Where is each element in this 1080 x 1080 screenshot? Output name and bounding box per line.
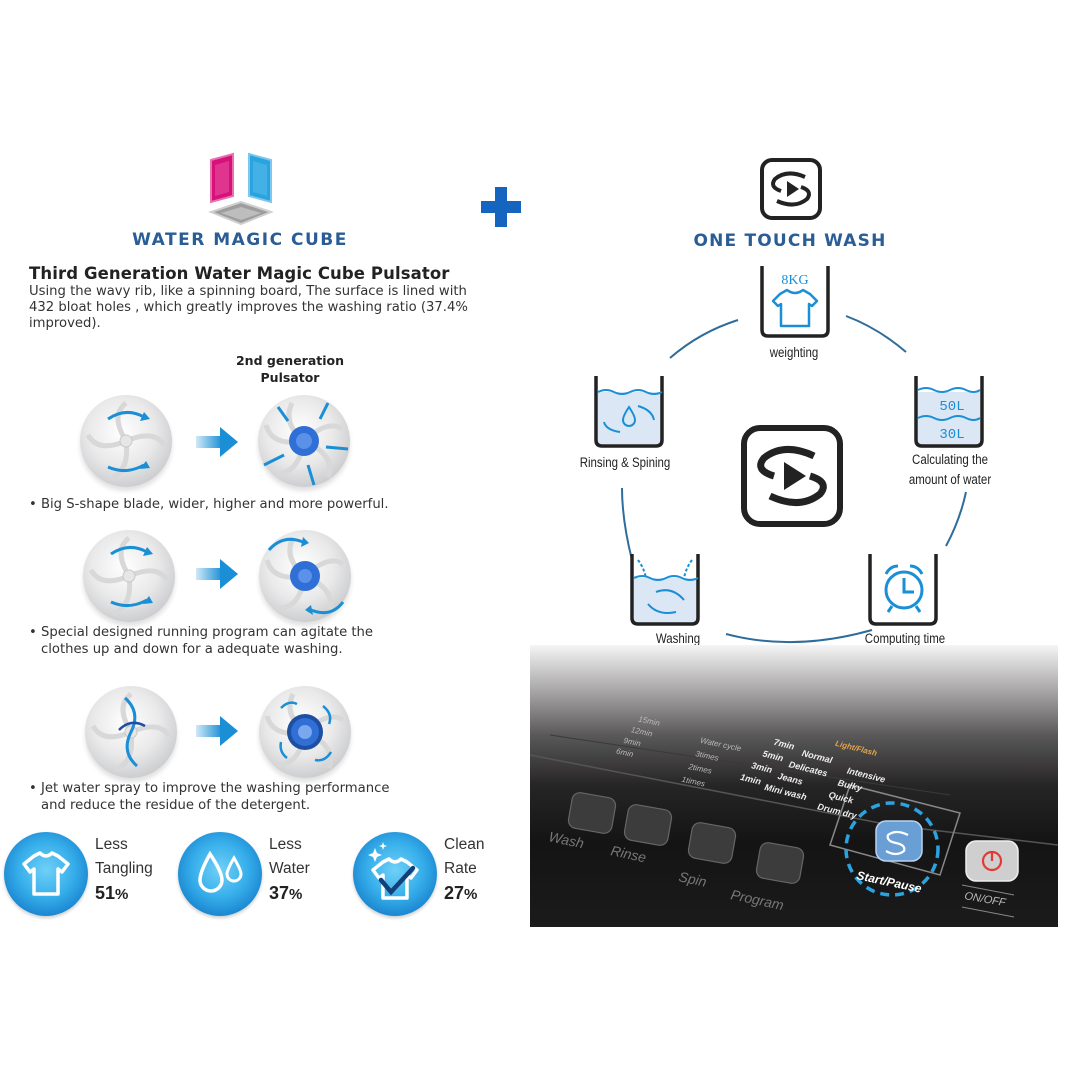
time-option: 6min xyxy=(615,747,634,760)
time-option: 15min xyxy=(637,714,661,727)
time-option: 12min xyxy=(630,725,654,738)
spin-button xyxy=(687,822,737,864)
time-option: 9min xyxy=(623,736,642,749)
program-time: 3min xyxy=(750,760,773,775)
old-pulsator-image xyxy=(85,686,177,778)
comparison-label: 2nd generation Pulsator xyxy=(230,352,350,386)
cycle-arc xyxy=(621,487,633,561)
rinse-button xyxy=(623,804,673,846)
step-computing-time-label: Computing time xyxy=(864,631,946,646)
water-cycle-option: 3times xyxy=(695,749,720,763)
wash-cycle-diagram: 8KG 50L 30L xyxy=(594,266,984,644)
one-touch-wash-center-icon xyxy=(741,425,843,527)
stat-clean-rate: Clean Rate 27% xyxy=(444,836,485,903)
feature-bullet-3: • Jet water spray to improve the washing… xyxy=(29,781,390,813)
step-rinsing-label: Rinsing & Spining xyxy=(579,455,671,470)
water-badge-high: 50L xyxy=(939,399,964,415)
water-badge-low: 30L xyxy=(939,427,964,443)
plus-icon xyxy=(481,187,521,227)
program-label: Program xyxy=(729,886,785,913)
stat-tangling: Less Tangling 51% xyxy=(95,836,153,903)
one-touch-wash-icon xyxy=(760,158,822,220)
new-pulsator-image xyxy=(258,395,350,487)
step-weighting-label: weighting xyxy=(769,345,819,360)
water-drops-icon xyxy=(178,832,262,916)
wash-button xyxy=(567,792,617,834)
cycle-arc xyxy=(725,629,873,644)
arrow-right-icon xyxy=(196,427,238,457)
control-panel-photo: 15min 12min 9min 6min Water cycle 3times… xyxy=(530,645,1058,927)
old-pulsator-image xyxy=(80,395,172,487)
program-option: Drum dry xyxy=(816,801,858,821)
water-cycle-option: 2times xyxy=(687,762,713,776)
comparison-label-line1: 2nd generation xyxy=(235,353,345,368)
water-level-step-icon xyxy=(914,376,984,448)
stat-value: 51 xyxy=(95,883,116,903)
old-pulsator-image xyxy=(83,530,175,622)
start-pause-label: Start/Pause xyxy=(855,868,923,895)
section-title: Third Generation Water Magic Cube Pulsat… xyxy=(29,264,450,283)
cycle-arc xyxy=(669,319,739,359)
weight-badge: 8KG xyxy=(781,273,808,288)
stat-value: 27 xyxy=(444,883,465,903)
weighting-step-icon xyxy=(760,266,830,338)
alarm-clock-icon xyxy=(868,554,938,626)
feature-bullet-2: • Special designed running program can a… xyxy=(29,625,374,657)
program-time: 7min xyxy=(773,737,796,752)
feature-bullet-1: • Big S-shape blade, wider, higher and m… xyxy=(29,497,389,512)
program-time: 5min xyxy=(762,749,785,764)
step-washing-label: Washing xyxy=(655,631,701,646)
arrow-right-icon xyxy=(196,716,238,746)
water-drop-rotate-icon xyxy=(594,376,664,448)
new-pulsator-image xyxy=(259,530,351,622)
light-flash-label: Light/Flash xyxy=(834,739,878,758)
step-water-label: Calculating the amount of water xyxy=(908,452,992,487)
start-pause-button xyxy=(875,820,923,862)
comparison-label-line2: Pulsator xyxy=(260,370,320,385)
water-magic-cube-title: WATER MAGIC CUBE xyxy=(132,230,348,250)
cycle-arc xyxy=(845,315,907,353)
stat-water: Less Water 37% xyxy=(269,836,310,903)
washing-water-icon xyxy=(630,554,700,626)
arrow-right-icon xyxy=(196,559,238,589)
cycle-arc xyxy=(945,491,967,547)
new-pulsator-image xyxy=(259,686,351,778)
program-option: Quick xyxy=(828,790,856,806)
program-time: 1min xyxy=(739,772,762,787)
highlight-ring xyxy=(844,801,940,897)
water-magic-cube-logo-icon xyxy=(208,152,274,226)
rinse-label: Rinse xyxy=(609,842,648,865)
one-touch-wash-title: ONE TOUCH WASH xyxy=(693,231,887,251)
clean-shirt-check-icon xyxy=(353,832,437,916)
program-button xyxy=(755,842,805,884)
t-shirt-icon xyxy=(4,832,88,916)
stat-value: 37 xyxy=(269,883,290,903)
program-option: Jeans xyxy=(777,771,804,787)
section-description: Using the wavy rib, like a spinning boar… xyxy=(29,284,468,331)
program-option: Bulky xyxy=(837,778,864,794)
wash-label: Wash xyxy=(547,828,585,851)
spin-label: Spin xyxy=(677,868,708,890)
